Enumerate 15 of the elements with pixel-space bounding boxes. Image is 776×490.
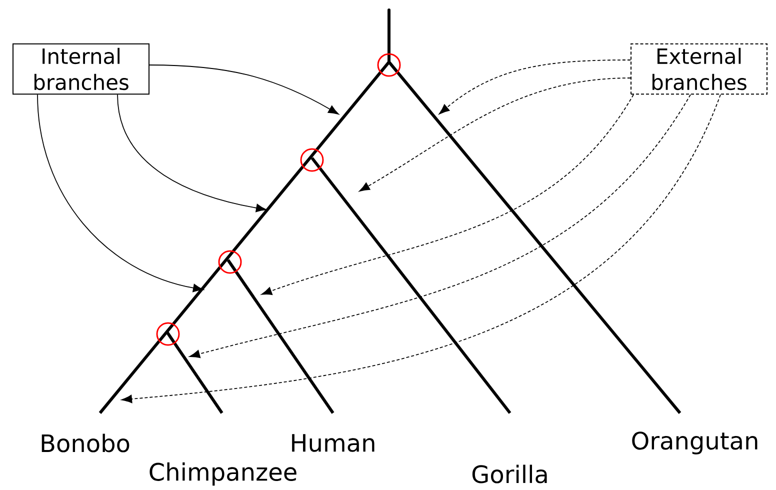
species-label: Orangutan [632,432,758,454]
label-box: External branches [630,43,768,95]
label-box: Internal branches [12,43,150,95]
arrow [117,94,267,212]
arrow [438,60,631,114]
species-label: Human [292,434,374,452]
species-label: Chimpanzee [150,462,296,486]
arrow [37,94,204,292]
arrow [189,94,691,358]
arrow [359,78,631,192]
species-label: Gorilla [472,464,547,484]
arrow [261,94,634,295]
arrow [121,94,721,404]
species-label: Bonobo [42,434,130,452]
arrow [149,64,339,115]
